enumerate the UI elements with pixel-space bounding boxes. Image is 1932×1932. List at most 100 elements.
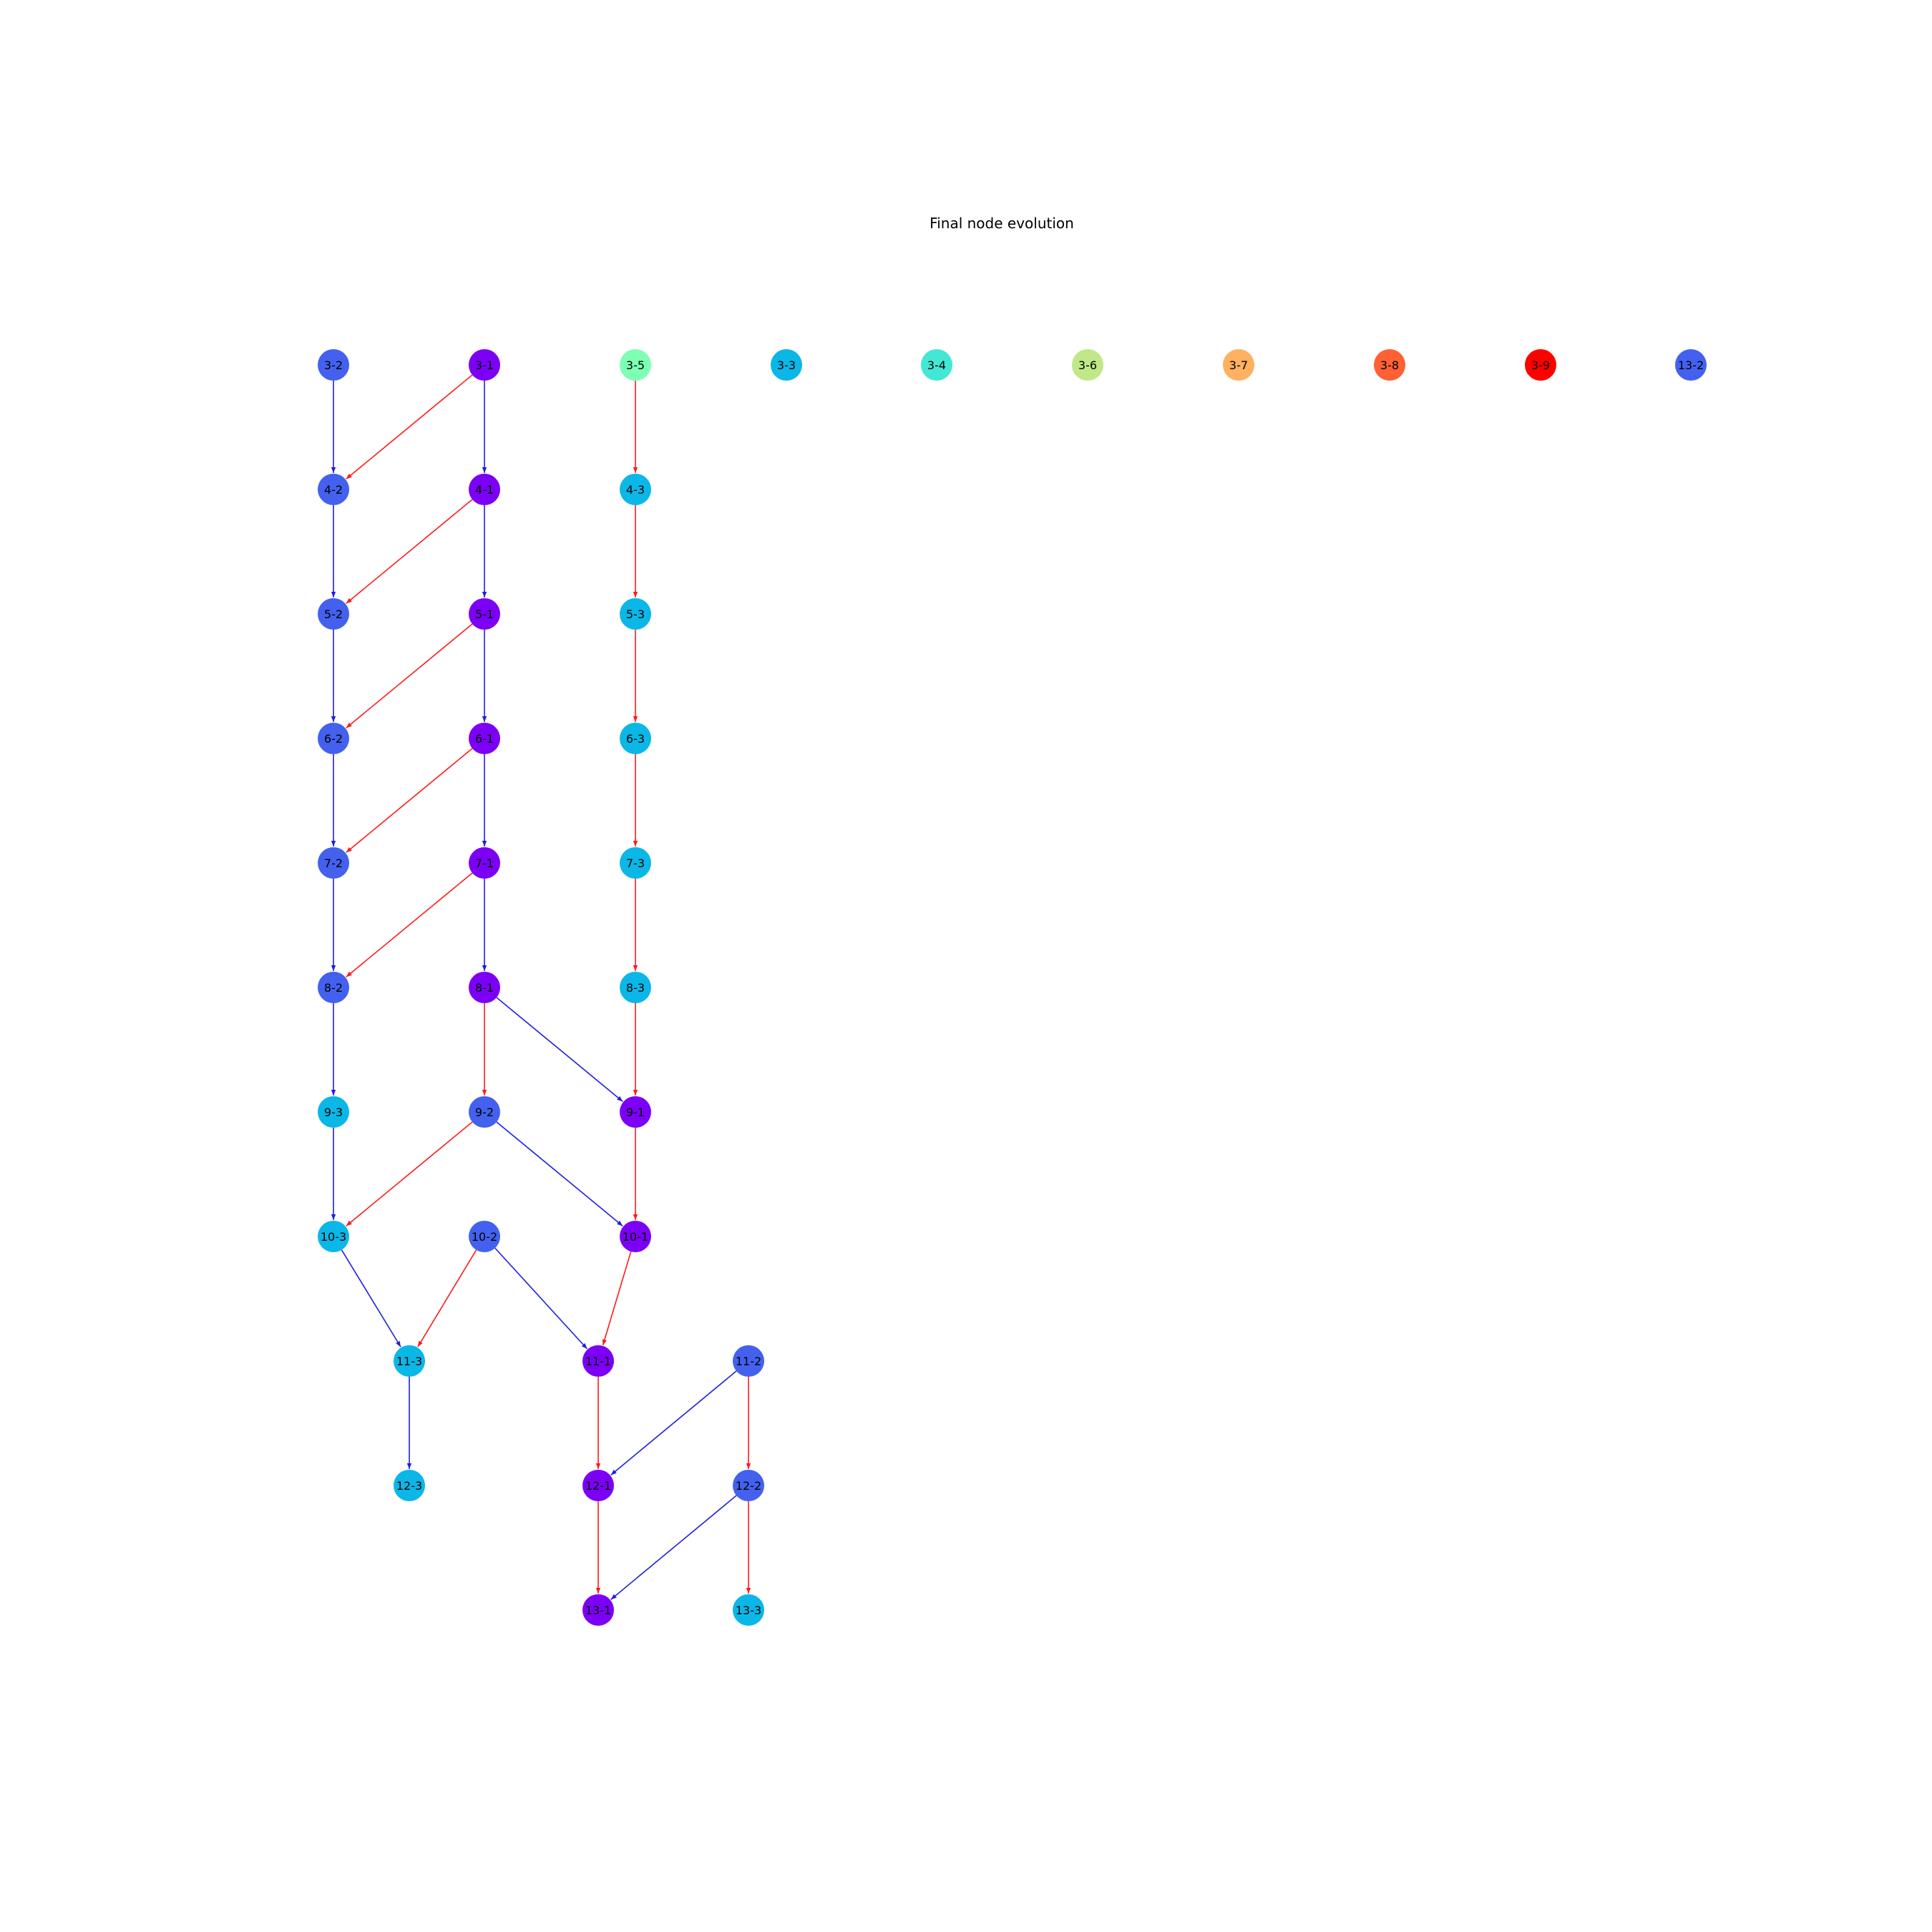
node-label: 9-1	[626, 1106, 645, 1119]
node-circle	[921, 349, 952, 381]
node-7-2: 7-2	[318, 847, 349, 879]
node-label: 3-5	[626, 358, 645, 372]
node-label: 9-2	[475, 1106, 494, 1119]
node-label: 9-3	[324, 1106, 343, 1119]
node-circle	[318, 972, 349, 1003]
edges-layer	[331, 374, 751, 1600]
node-label: 6-3	[626, 732, 645, 746]
node-7-3: 7-3	[620, 847, 651, 879]
node-label: 7-2	[324, 857, 343, 870]
node-circle	[771, 349, 802, 381]
edge-12-2-to-13-1	[610, 1495, 737, 1600]
edge-9-2-to-10-3	[346, 1121, 473, 1226]
node-label: 3-6	[1078, 358, 1097, 372]
node-3-1: 3-1	[469, 349, 500, 381]
node-13-2: 13-2	[1675, 349, 1707, 381]
node-3-4: 3-4	[921, 349, 952, 381]
node-circle	[318, 1221, 349, 1252]
node-circle	[620, 723, 651, 754]
node-label: 3-1	[475, 358, 494, 372]
node-label: 12-3	[396, 1479, 422, 1493]
edge-10-1-to-11-1	[602, 1251, 632, 1346]
node-circle	[469, 847, 500, 879]
node-label: 7-3	[626, 857, 645, 870]
node-12-3: 12-3	[394, 1470, 425, 1501]
node-3-8: 3-8	[1374, 349, 1405, 381]
node-circle	[1525, 349, 1556, 381]
node-circle	[1675, 349, 1707, 381]
node-label: 10-2	[472, 1230, 497, 1244]
node-circle	[318, 598, 349, 630]
edge-4-1-to-5-2	[346, 499, 473, 604]
edge-9-2-to-10-1	[496, 1121, 623, 1226]
node-label: 8-2	[324, 981, 343, 995]
node-label: 11-2	[736, 1355, 761, 1368]
node-label: 6-1	[475, 732, 494, 746]
node-3-5: 3-5	[620, 349, 651, 381]
node-circle	[394, 1470, 425, 1501]
node-circle	[469, 598, 500, 630]
node-11-3: 11-3	[394, 1345, 425, 1377]
diagram-title: Final node evolution	[930, 215, 1074, 232]
node-label: 11-1	[585, 1355, 611, 1368]
node-label: 3-3	[777, 358, 796, 372]
node-label: 13-1	[585, 1604, 611, 1617]
edge-5-1-to-6-2	[346, 623, 473, 728]
node-label: 6-2	[324, 732, 343, 746]
node-label: 4-2	[324, 483, 343, 497]
node-4-2: 4-2	[318, 474, 349, 505]
node-circle	[733, 1345, 764, 1377]
node-circle	[318, 474, 349, 505]
node-8-2: 8-2	[318, 972, 349, 1003]
edge-7-1-to-8-2	[346, 872, 473, 977]
node-13-3: 13-3	[733, 1594, 764, 1626]
node-label: 3-9	[1531, 358, 1550, 372]
node-label: 13-2	[1678, 358, 1704, 372]
node-circle	[469, 474, 500, 505]
node-circle	[469, 972, 500, 1003]
node-circle	[620, 847, 651, 879]
node-circle	[318, 847, 349, 879]
node-3-3: 3-3	[771, 349, 802, 381]
node-6-3: 6-3	[620, 723, 651, 754]
node-label: 7-1	[475, 857, 494, 870]
node-label: 3-8	[1380, 358, 1399, 372]
node-3-2: 3-2	[318, 349, 349, 381]
node-9-2: 9-2	[469, 1096, 500, 1128]
node-circle	[469, 1096, 500, 1128]
node-12-1: 12-1	[582, 1470, 614, 1501]
node-circle	[620, 474, 651, 505]
node-5-3: 5-3	[620, 598, 651, 630]
node-8-3: 8-3	[620, 972, 651, 1003]
node-3-7: 3-7	[1223, 349, 1254, 381]
node-5-2: 5-2	[318, 598, 349, 630]
node-label: 3-4	[927, 358, 946, 372]
node-10-3: 10-3	[318, 1221, 349, 1252]
node-4-3: 4-3	[620, 474, 651, 505]
node-4-1: 4-1	[469, 474, 500, 505]
node-label: 13-3	[736, 1604, 761, 1617]
edge-10-3-to-11-3	[341, 1249, 401, 1347]
node-7-1: 7-1	[469, 847, 500, 879]
node-circle	[582, 1345, 614, 1377]
node-circle	[394, 1345, 425, 1377]
node-8-1: 8-1	[469, 972, 500, 1003]
edge-6-1-to-7-2	[346, 748, 473, 853]
node-circle	[582, 1470, 614, 1501]
node-circle	[469, 723, 500, 754]
node-circle	[1223, 349, 1254, 381]
node-label: 4-3	[626, 483, 645, 497]
node-11-2: 11-2	[733, 1345, 764, 1377]
node-label: 12-1	[585, 1479, 611, 1493]
node-circle	[733, 1470, 764, 1501]
node-circle	[620, 972, 651, 1003]
node-13-1: 13-1	[582, 1594, 614, 1626]
node-5-1: 5-1	[469, 598, 500, 630]
node-circle	[469, 349, 500, 381]
node-label: 5-1	[475, 608, 494, 621]
node-circle	[582, 1594, 614, 1626]
node-label: 10-3	[321, 1230, 346, 1244]
node-12-2: 12-2	[733, 1470, 764, 1501]
node-3-9: 3-9	[1525, 349, 1556, 381]
node-circle	[733, 1594, 764, 1626]
